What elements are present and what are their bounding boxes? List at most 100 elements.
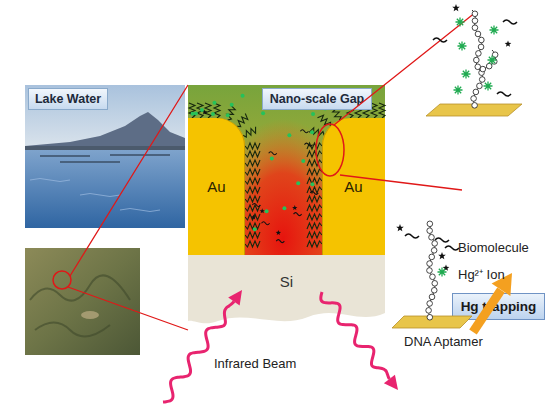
hg-ion <box>296 181 300 185</box>
aptamer-strand <box>379 103 385 118</box>
aptamer-strand <box>237 113 248 126</box>
node-text: Si <box>280 273 293 290</box>
aptamer-strand <box>197 103 203 118</box>
nucleotide <box>426 308 432 314</box>
hg-ion <box>211 112 215 116</box>
hg-ion <box>241 94 245 98</box>
biomolecule-star <box>505 41 512 47</box>
aptamer-strand <box>307 223 322 229</box>
biomolecule-squiggle <box>497 92 511 96</box>
aptamer-strand <box>245 223 260 229</box>
zoom-line <box>68 85 188 330</box>
aptamer-strand <box>309 128 324 136</box>
aptamer-strand <box>214 103 220 118</box>
arrow-shaft <box>473 290 501 332</box>
nucleotide <box>427 221 433 227</box>
biomolecule-star <box>452 4 460 11</box>
hg-ion <box>226 113 230 117</box>
gold-electrode: Au <box>188 118 245 255</box>
hg-ion <box>287 133 291 137</box>
hg-ion <box>230 103 234 107</box>
aptamer-strand <box>307 169 322 175</box>
sky <box>25 85 185 150</box>
nucleotide <box>471 96 477 102</box>
hg-ion <box>301 159 305 163</box>
beam-arrowhead <box>384 375 398 390</box>
hg-ion <box>458 42 467 51</box>
hg-ion <box>194 111 198 115</box>
biomolecule-star <box>276 230 281 235</box>
nucleotide <box>432 241 438 247</box>
nucleotide <box>491 59 497 65</box>
biomolecule-squiggle <box>252 204 260 207</box>
weeds <box>30 275 130 336</box>
biomolecule-star <box>292 205 297 210</box>
nucleotide <box>429 254 435 260</box>
aptamer-strand <box>245 151 260 157</box>
nucleotide <box>427 261 433 267</box>
aptamer-strand <box>245 196 260 202</box>
hg-ion <box>282 206 286 210</box>
zoom-ellipse <box>316 124 344 176</box>
nucleotide <box>480 66 486 72</box>
nucleotide <box>479 77 485 83</box>
gold-plate <box>426 104 522 116</box>
biomolecule-star <box>438 252 446 259</box>
fish <box>81 311 99 319</box>
legend-item: Biomolecule <box>458 240 529 255</box>
aptamer-strand <box>307 178 322 184</box>
biomolecule-star <box>443 265 450 271</box>
nucleotide <box>427 228 433 234</box>
gap-field <box>188 85 385 255</box>
nucleotide <box>492 52 498 58</box>
node-text: Hg trapping <box>461 299 537 314</box>
aptamer-strand <box>243 127 256 137</box>
hg-ion <box>310 182 314 186</box>
biomolecule-squiggle <box>435 238 449 242</box>
nucleotide <box>432 281 438 287</box>
aptamer-strand <box>307 214 322 220</box>
hg-ion <box>265 209 269 213</box>
aptamer-strand <box>307 232 322 238</box>
nucleotide <box>427 314 433 320</box>
hg-ion <box>438 268 447 277</box>
nucleotide <box>477 83 483 89</box>
biomolecule-star <box>396 224 404 231</box>
biomolecule-star <box>251 214 256 219</box>
nucleotide <box>473 89 479 95</box>
node-text: Nano-scale Gap <box>270 92 364 106</box>
nucleotide <box>472 18 478 24</box>
nucleotide <box>472 103 478 109</box>
gold-electrode: Au <box>322 118 385 255</box>
underwater <box>25 248 140 355</box>
beam-label: Infrared Beam <box>214 356 296 371</box>
aptamer-strand <box>307 151 322 157</box>
hg-ion <box>310 130 314 134</box>
biomolecule-squiggle <box>269 152 277 155</box>
nucleotide <box>474 57 480 63</box>
part-label: DNA Aptamer <box>404 334 483 349</box>
biomolecule-squiggle <box>445 246 459 250</box>
zoom-line <box>334 12 476 190</box>
aptamer-strand <box>317 115 330 126</box>
aptamer-strand <box>307 187 322 193</box>
aptamer-strand <box>245 214 260 220</box>
hg-ion <box>200 108 204 112</box>
water <box>25 150 185 228</box>
hg-ion <box>191 112 195 116</box>
mountain <box>25 112 185 150</box>
aptamer-strand <box>245 178 260 184</box>
overlay-symbols <box>163 4 522 402</box>
nucleotide <box>478 44 484 50</box>
zoom-circle <box>53 271 71 289</box>
silicon-substrate: Si <box>188 255 385 330</box>
ripples <box>30 179 160 212</box>
infrared-beam <box>163 301 234 402</box>
dna-aptamer <box>480 50 496 70</box>
biomolecule-squiggle <box>405 234 419 238</box>
nucleotide <box>479 37 485 43</box>
aptamer-strand <box>307 160 322 166</box>
aptamer-strand <box>245 143 260 149</box>
process-box: Hg trapping <box>452 293 545 320</box>
